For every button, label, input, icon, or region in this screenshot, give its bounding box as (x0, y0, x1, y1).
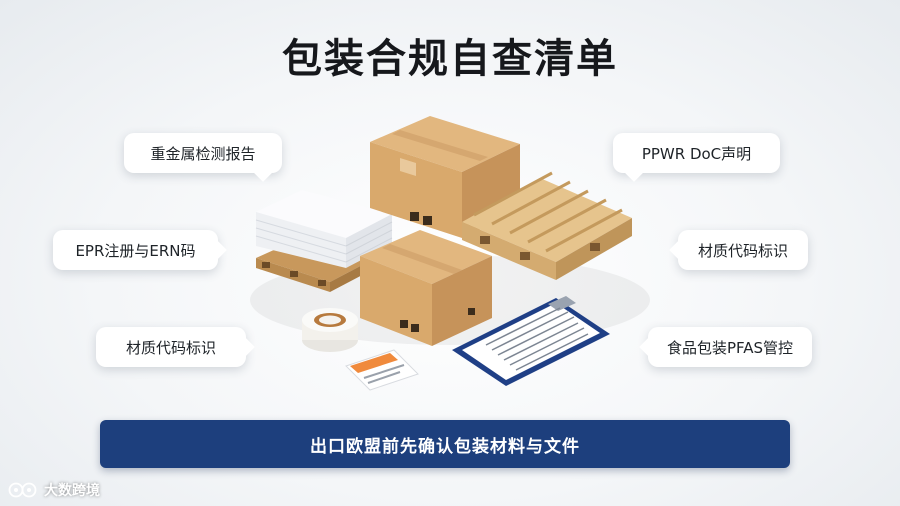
callout-label: 材质代码标识 (125, 338, 216, 357)
callout-epr-registration: EPR注册与ERN码 (53, 230, 227, 270)
summary-banner: 出口欧盟前先确认包装材料与文件 (100, 420, 790, 468)
foam-pallet-icon (255, 190, 393, 292)
callout-label: PPWR DoC声明 (641, 144, 752, 163)
label-card-icon (345, 349, 419, 391)
tape-roll-icon (302, 308, 358, 352)
callout-label: 重金属检测报告 (150, 144, 256, 163)
callout-food-pfas: 食品包装PFAS管控 (639, 327, 812, 367)
callout-label: EPR注册与ERN码 (75, 241, 196, 260)
callout-material-code-right: 材质代码标识 (669, 230, 808, 270)
cardboard-box-small-icon (360, 230, 492, 346)
callout-heavy-metal-report: 重金属检测报告 (124, 133, 282, 182)
callout-label: 材质代码标识 (697, 241, 788, 260)
callout-ppwr-doc: PPWR DoC声明 (613, 133, 780, 182)
wooden-pallet-icon (462, 171, 632, 280)
page-title: 包装合规自查清单 (282, 36, 618, 82)
callout-material-code-left: 材质代码标识 (96, 327, 255, 367)
callout-label: 食品包装PFAS管控 (666, 338, 794, 357)
watermark-text: 大数跨境 (44, 483, 100, 499)
clipboard-document-icon (452, 296, 610, 386)
watermark-logo-icon (8, 482, 37, 498)
watermark: 大数跨境 (8, 479, 100, 501)
